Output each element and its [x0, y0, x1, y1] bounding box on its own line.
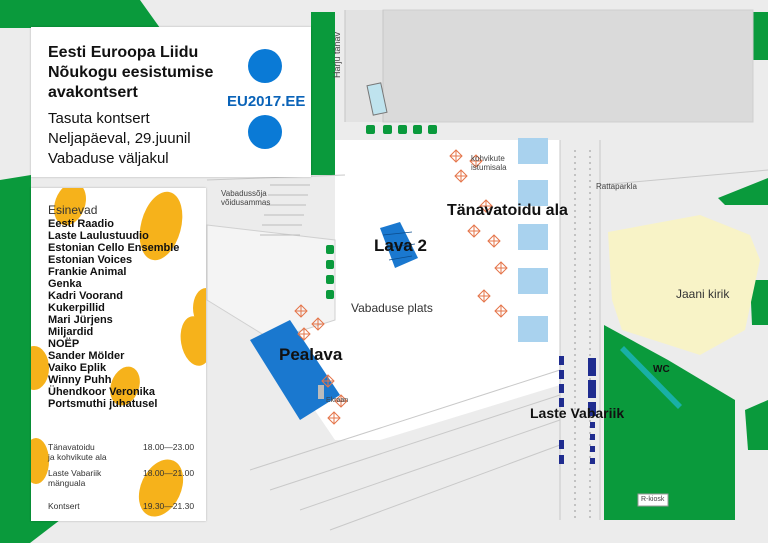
performer-item: Mari Jürjens — [48, 314, 113, 326]
wc-label: WC — [653, 364, 670, 375]
decor-blob — [31, 346, 49, 390]
schedule-time: 19.30—21.30 — [143, 501, 195, 511]
ekraan-label: Ekraan — [326, 397, 349, 404]
eu-logo-dot-bottom — [248, 115, 282, 149]
tanavatoit-label: Tänavatoidu ala — [447, 202, 568, 219]
event-line-3: Vabaduse väljakul — [48, 150, 169, 167]
eu-logo-text: EU2017.EE — [227, 93, 306, 110]
performer-item: Frankie Animal — [48, 266, 127, 278]
performer-item: Miljardid — [48, 326, 94, 338]
lineup-heading: Esinevad — [48, 203, 98, 217]
title-card: Eesti Euroopa Liidu Nõukogu eesistumise … — [31, 27, 311, 177]
lineup-card: Esinevad Eesti Raadio Laste Laulustuudio… — [31, 188, 206, 521]
jaani-kirik-label: Jaani kirik — [676, 287, 730, 301]
performer-item: Winny Puhh — [48, 374, 112, 386]
schedule-label: Laste Vabariik mänguala — [48, 468, 102, 488]
decor-blob — [31, 438, 49, 484]
performer-item: Vaiko Eplik — [48, 362, 107, 374]
wc-icon — [620, 346, 682, 409]
r-kiosk-label: R-kiosk — [641, 496, 665, 503]
performer-item: Estonian Cello Ensemble — [48, 242, 180, 254]
performer-item: Ühendkoor Veronika — [48, 386, 155, 398]
performer-item: Estonian Voices — [48, 254, 133, 266]
harju-tanav-label: Harju tänav — [332, 31, 342, 78]
performer-item: Kadri Voorand — [48, 290, 123, 302]
performer-item: Kukerpillid — [48, 302, 105, 314]
kohvikute-label: kohvikute istumisala — [471, 154, 507, 172]
performer-item: Eesti Raadio — [48, 218, 115, 230]
park-top-left — [0, 0, 160, 28]
pealava-label: Pealava — [279, 345, 343, 364]
performer-item: Genka — [48, 278, 82, 290]
laste-vabariik-label: Laste Vabariik — [530, 405, 625, 421]
performer-item: Laste Laulustuudio — [48, 230, 149, 242]
park-bottom-left — [0, 520, 60, 543]
schedule-row: Laste Vabariik mänguala 18.00—21.00 — [48, 468, 194, 488]
event-title: Eesti Euroopa Liidu Nõukogu eesistumise … — [48, 44, 214, 101]
schedule-label: Kontsert — [48, 501, 80, 511]
park-bottom-right-corner — [745, 400, 768, 450]
performer-item: Portsmuthi juhatusel — [48, 398, 158, 410]
schedule-row: Tänavatoidu ja kohvikute ala 18.00—23.00 — [48, 442, 194, 462]
lava2-label: Lava 2 — [374, 236, 427, 255]
performer-item: Sander Mölder — [48, 350, 125, 362]
rattaparkla-label: Rattaparkla — [596, 182, 637, 191]
vabadussoja-label: Vabadussõja võidusammas — [221, 189, 271, 207]
park-bottom-right — [604, 325, 735, 520]
event-line-1: Tasuta kontsert — [48, 110, 150, 127]
pealava-stage — [250, 320, 340, 420]
decor-blob — [176, 313, 206, 369]
park-right-small — [718, 178, 768, 205]
park-right-mid — [750, 280, 768, 325]
schedule-time: 18.00—21.00 — [143, 468, 195, 478]
performer-list: Eesti Raadio Laste Laulustuudio Estonian… — [48, 218, 179, 410]
park-left — [0, 175, 31, 520]
church-area — [608, 215, 760, 355]
schedule-time: 18.00—23.00 — [143, 442, 195, 452]
vabaduse-plats-label: Vabaduse plats — [351, 301, 433, 315]
eu-logo-dot-top — [248, 49, 282, 83]
schedule-label: Tänavatoidu ja kohvikute ala — [48, 442, 107, 462]
event-line-2: Neljapäeval, 29.juunil — [48, 130, 191, 147]
schedule-row: Kontsert 19.30—21.30 — [48, 501, 194, 511]
performer-item: NOËP — [48, 338, 80, 350]
